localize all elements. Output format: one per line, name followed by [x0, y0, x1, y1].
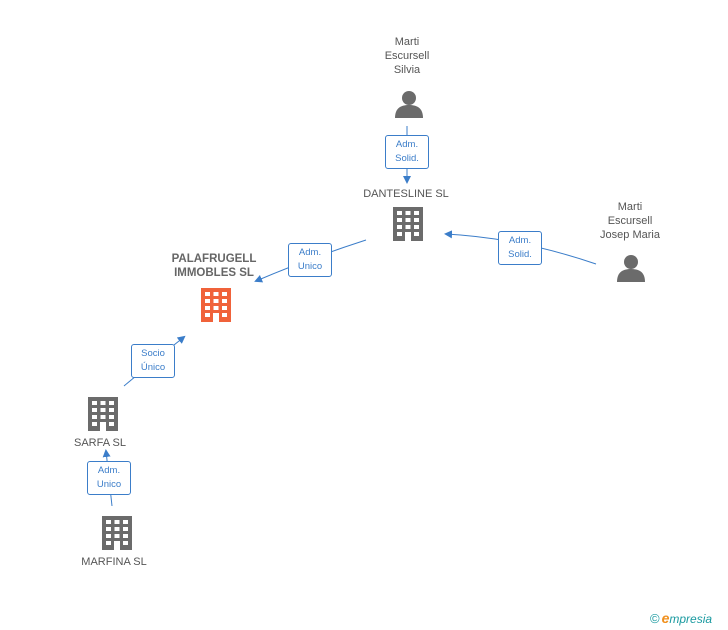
edge-label-sarfa-palafrugell: Socio Único	[131, 344, 175, 378]
building-icon[interactable]	[102, 516, 132, 550]
node-label-dantesline[interactable]: DANTESLINE SL	[363, 188, 449, 200]
empresia-watermark: ©empresia	[650, 610, 712, 626]
person-icon[interactable]	[395, 91, 423, 118]
building-icon[interactable]	[393, 207, 423, 241]
node-label-palafrugell[interactable]: PALAFRUGELL IMMOBLES SL	[171, 253, 257, 279]
edge-label-dantesline-palafrugell: Adm. Unico	[288, 243, 332, 277]
person-icon[interactable]	[617, 255, 645, 282]
edge-label-josep-dantesline: Adm. Solid.	[498, 231, 542, 265]
building-icon[interactable]	[88, 397, 118, 431]
node-label-sarfa[interactable]: SARFA SL	[74, 437, 126, 449]
brand-rest: mpresia	[669, 612, 713, 626]
copyright-symbol: ©	[650, 611, 660, 626]
edge-label-silvia-dantesline: Adm. Solid.	[385, 135, 429, 169]
node-label-josep[interactable]: Marti Escursell Josep Maria	[600, 201, 660, 241]
edge-label-marfina-sarfa: Adm. Unico	[87, 461, 131, 495]
building-icon[interactable]	[201, 288, 231, 322]
node-label-marfina[interactable]: MARFINA SL	[81, 556, 147, 568]
brand-initial: e	[661, 610, 670, 626]
node-label-silvia[interactable]: Marti Escursell Silvia	[384, 36, 430, 76]
